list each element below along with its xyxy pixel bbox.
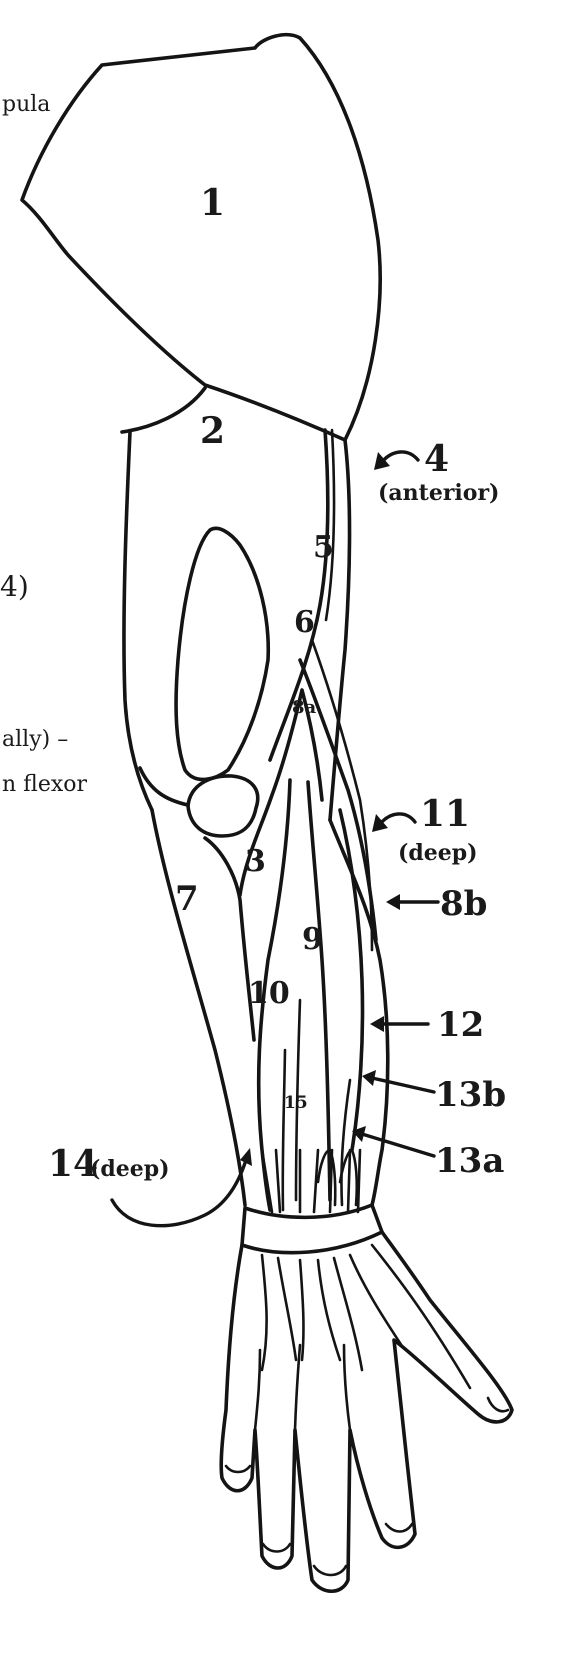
forearm-tendon-line-b xyxy=(283,1050,285,1210)
forearm-medial-edge xyxy=(330,820,388,1205)
label-2: 2 xyxy=(200,410,225,452)
arrow-13a xyxy=(362,1134,434,1156)
upper-arm-shoulder-line xyxy=(122,388,205,432)
cut-off-text-3: ally) – xyxy=(2,727,68,752)
curved-arrow-11 xyxy=(380,814,415,824)
label-14-sub: (deep) xyxy=(90,1156,170,1182)
label-6: 6 xyxy=(294,605,315,640)
fingernails xyxy=(226,1466,412,1575)
label-1: 1 xyxy=(200,182,225,224)
arrow-13b-head xyxy=(362,1070,376,1086)
label-8b: 8b xyxy=(440,884,487,924)
arrow-12-head xyxy=(370,1016,384,1032)
wrist-band-outline xyxy=(242,1205,382,1253)
triceps-outline xyxy=(176,528,268,779)
label-7: 7 xyxy=(175,879,199,919)
thumb-nail xyxy=(488,1398,508,1411)
label-15: 15 xyxy=(284,1093,308,1113)
cut-off-text-4: n flexor xyxy=(2,772,88,797)
hand-tendons xyxy=(262,1245,470,1388)
label-3: 3 xyxy=(245,844,266,879)
curved-arrow-4 xyxy=(382,452,418,462)
label-4-sub: (anterior) xyxy=(378,480,499,506)
label-5: 5 xyxy=(313,530,334,565)
label-8a: 8a xyxy=(292,697,317,718)
upper-arm-lateral-edge xyxy=(124,432,152,810)
label-9: 9 xyxy=(302,922,323,957)
label-13a: 13a xyxy=(435,1141,504,1181)
arrow-8b-head xyxy=(386,894,400,910)
label-4: 4 xyxy=(424,438,449,480)
cut-off-text-2: 4) xyxy=(0,570,29,603)
cut-off-text-1: pula xyxy=(2,92,50,117)
label-12: 12 xyxy=(437,1005,484,1045)
label-13b: 13b xyxy=(435,1075,506,1115)
label-11: 11 xyxy=(420,793,470,835)
flexor-9-right xyxy=(308,782,330,1200)
deltoid-outline xyxy=(22,35,380,440)
arrow-13b xyxy=(372,1078,434,1092)
elbow-olecranon-outline xyxy=(188,776,258,836)
label-10: 10 xyxy=(248,976,290,1011)
flexor-11-edge xyxy=(340,810,363,1150)
label-11-sub: (deep) xyxy=(398,840,478,866)
